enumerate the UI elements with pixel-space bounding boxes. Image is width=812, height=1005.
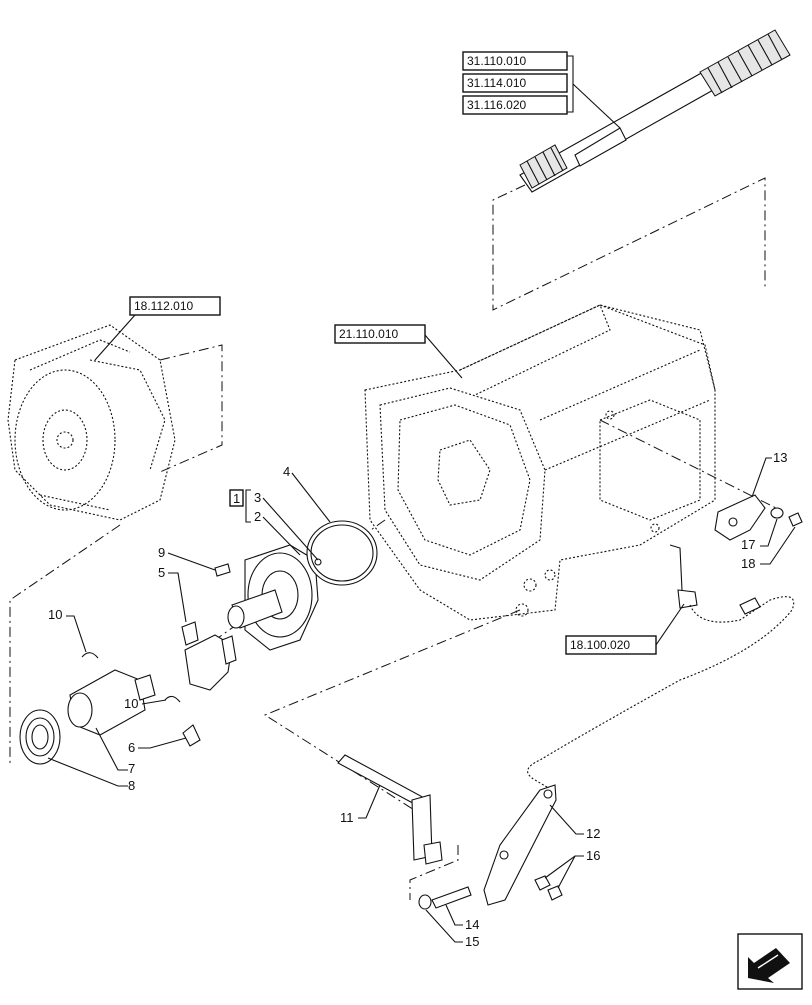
clutch-assembly bbox=[7, 324, 176, 521]
bolt-18 bbox=[788, 512, 803, 527]
shaft-splines-top bbox=[699, 29, 791, 97]
clutch-guide-line-right bbox=[159, 344, 223, 473]
shaft-bolt-guide bbox=[409, 845, 459, 900]
o-ring bbox=[306, 520, 378, 586]
callout-10-upper[interactable]: 10 bbox=[48, 607, 62, 622]
callout-11[interactable]: 11 bbox=[340, 810, 354, 825]
callout-9[interactable]: 9 bbox=[158, 545, 165, 560]
ref-box-housing[interactable] bbox=[334, 324, 426, 344]
bearing-sleeve bbox=[67, 669, 156, 736]
ref-box-clutch[interactable] bbox=[129, 296, 221, 316]
ref-housing: 21.110.010 bbox=[339, 327, 398, 341]
shaft-guide-line bbox=[492, 177, 766, 311]
sensor-cable bbox=[527, 544, 795, 791]
bearing-carrier bbox=[227, 544, 319, 651]
nut-2 bbox=[547, 885, 563, 901]
callout-17[interactable]: 17 bbox=[741, 537, 755, 552]
lever bbox=[483, 784, 557, 906]
callout-14[interactable]: 14 bbox=[465, 917, 479, 932]
shaft-splines-bottom bbox=[519, 144, 568, 189]
bolt-9 bbox=[214, 563, 231, 577]
clutch-guide-line-left bbox=[9, 524, 121, 765]
callout-3[interactable]: 3 bbox=[254, 490, 261, 505]
release-fork bbox=[181, 621, 237, 691]
ref-box-shaft-3[interactable] bbox=[462, 95, 568, 115]
callout-8[interactable]: 8 bbox=[128, 778, 135, 793]
callout-7[interactable]: 7 bbox=[128, 761, 135, 776]
ref-box-shaft-2[interactable] bbox=[462, 73, 568, 93]
ref-shaft-1: 31.110.010 bbox=[467, 54, 526, 68]
svg-text:1: 1 bbox=[233, 491, 240, 506]
release-bearing bbox=[19, 709, 61, 765]
shaft-ref-group: 31.110.010 31.114.010 31.116.020 bbox=[462, 51, 621, 129]
ref-sensor: 18.100.020 bbox=[570, 638, 630, 652]
callout-10-lower[interactable]: 10 bbox=[124, 696, 138, 711]
arrow-return-icon[interactable] bbox=[737, 933, 803, 990]
spring-pin bbox=[182, 724, 201, 747]
ref-shaft-2: 31.114.010 bbox=[467, 76, 526, 90]
washer-15 bbox=[418, 894, 432, 910]
callout-15[interactable]: 15 bbox=[465, 934, 479, 949]
callout-4[interactable]: 4 bbox=[283, 464, 290, 479]
bracket bbox=[714, 494, 766, 541]
callout-6[interactable]: 6 bbox=[128, 740, 135, 755]
transmission-housing bbox=[364, 304, 716, 621]
callout-16[interactable]: 16 bbox=[586, 848, 600, 863]
small-seal bbox=[314, 558, 322, 566]
callout-13[interactable]: 13 bbox=[773, 450, 787, 465]
callout-1[interactable]: 1 bbox=[229, 489, 244, 507]
input-shaft bbox=[519, 29, 791, 193]
bolt-14 bbox=[431, 886, 472, 909]
cross-shaft bbox=[337, 754, 443, 865]
washer bbox=[770, 507, 784, 519]
callout-12[interactable]: 12 bbox=[586, 826, 600, 841]
ref-box-shaft-1[interactable] bbox=[462, 51, 568, 71]
nut-1 bbox=[534, 875, 551, 891]
clip-lower bbox=[164, 695, 181, 703]
housing-right-guide bbox=[599, 419, 781, 511]
ref-clutch: 18.112.010 bbox=[134, 299, 193, 313]
ref-shaft-3: 31.116.020 bbox=[467, 98, 526, 112]
housing-lower-guide bbox=[263, 609, 521, 821]
clip-upper bbox=[81, 652, 99, 659]
callout-2[interactable]: 2 bbox=[254, 509, 261, 524]
callout-18[interactable]: 18 bbox=[741, 556, 755, 571]
callout-5[interactable]: 5 bbox=[158, 565, 165, 580]
